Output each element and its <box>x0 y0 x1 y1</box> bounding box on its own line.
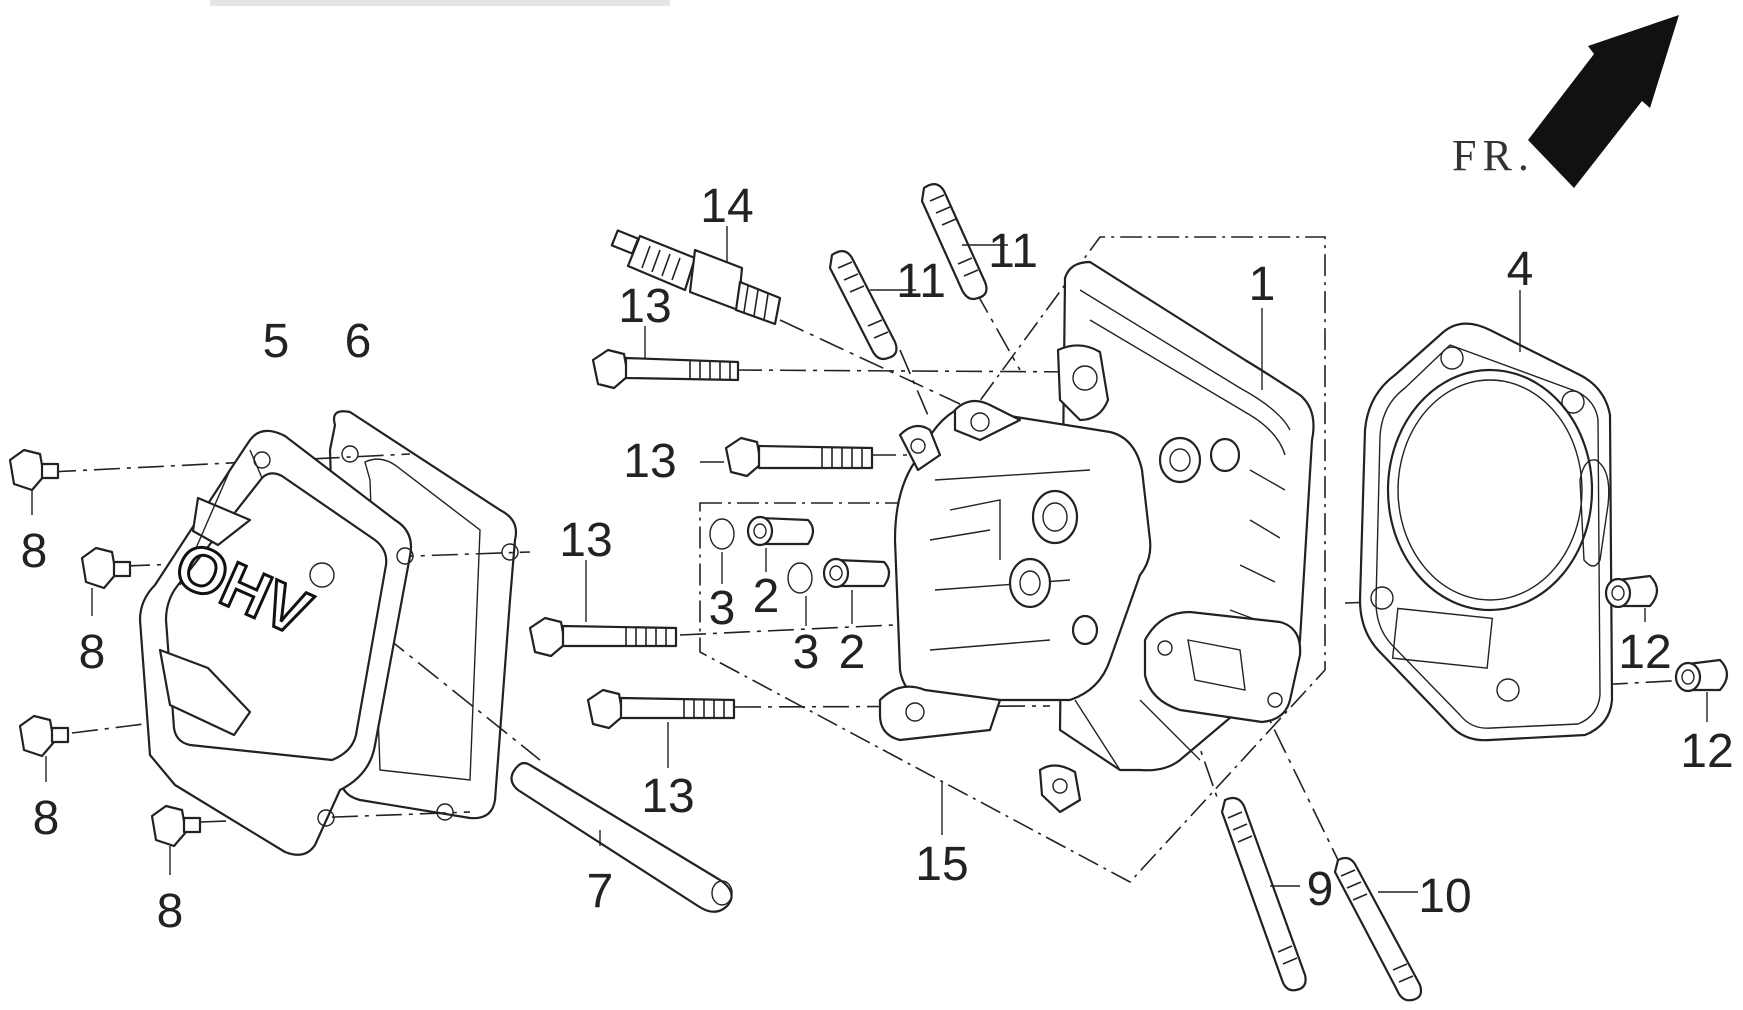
head-bolt-13-b <box>700 436 874 478</box>
top-crop-artifact <box>210 0 670 6</box>
callout-13: 13 <box>641 770 694 823</box>
callout-8: 8 <box>21 525 48 578</box>
callout-6: 6 <box>345 315 372 368</box>
front-direction-arrow <box>1528 15 1679 188</box>
callout-1: 1 <box>1249 258 1276 311</box>
dowel-12-a <box>1604 574 1659 622</box>
o-ring-3-b <box>787 562 813 594</box>
bolt-8-c <box>18 714 70 782</box>
bolt-8-d <box>150 804 202 875</box>
spark-plug <box>610 226 782 326</box>
cover-gasket <box>328 410 519 821</box>
callout-9: 9 <box>1307 863 1334 916</box>
cylinder-head <box>878 260 1315 814</box>
o-ring-3-a <box>709 518 735 550</box>
callout-15: 15 <box>915 838 968 891</box>
stud-9 <box>1220 796 1307 992</box>
stud-11-b <box>920 183 1008 301</box>
callout-12: 12 <box>1680 725 1733 778</box>
bolt-8-b <box>80 546 132 616</box>
bottom-studs <box>1220 796 1423 1002</box>
callout-11: 11 <box>896 255 946 308</box>
stud-11-a <box>828 250 916 361</box>
callout-2: 2 <box>839 626 866 679</box>
callout-13: 13 <box>559 514 612 567</box>
top-studs <box>828 183 1008 361</box>
callout-13: 13 <box>618 280 671 333</box>
dowel-2-b <box>822 557 891 624</box>
callout-7: 7 <box>587 865 614 918</box>
callout-11: 11 <box>988 225 1038 278</box>
callout-2: 2 <box>753 570 780 623</box>
o-rings-and-dowels <box>709 515 891 626</box>
head-bolt-13-d <box>586 688 736 768</box>
cover-bolts <box>8 448 202 875</box>
dowel-12-b <box>1674 658 1729 722</box>
dowel-2-a <box>746 515 815 572</box>
head-bolt-13-c <box>528 560 678 658</box>
callout-13: 13 <box>623 435 676 488</box>
head-bolt-13-a <box>591 326 740 390</box>
callout-3: 3 <box>793 626 820 679</box>
valve-cover: OHV <box>138 429 414 856</box>
callout-3: 3 <box>709 582 736 635</box>
head-bolts <box>528 326 874 768</box>
callout-4: 4 <box>1507 243 1534 296</box>
push-rod <box>510 761 733 913</box>
front-direction-label: FR. <box>1452 131 1535 180</box>
callout-10: 10 <box>1418 870 1471 923</box>
callout-14: 14 <box>700 180 753 233</box>
callout-8: 8 <box>33 792 60 845</box>
head-gasket <box>1358 290 1614 742</box>
callout-8: 8 <box>157 885 184 938</box>
gasket-dowels <box>1604 574 1729 722</box>
callout-12: 12 <box>1618 626 1671 679</box>
callout-8: 8 <box>79 626 106 679</box>
callout-5: 5 <box>263 315 290 368</box>
stud-10 <box>1333 856 1423 1002</box>
bolt-8-a <box>8 448 60 515</box>
